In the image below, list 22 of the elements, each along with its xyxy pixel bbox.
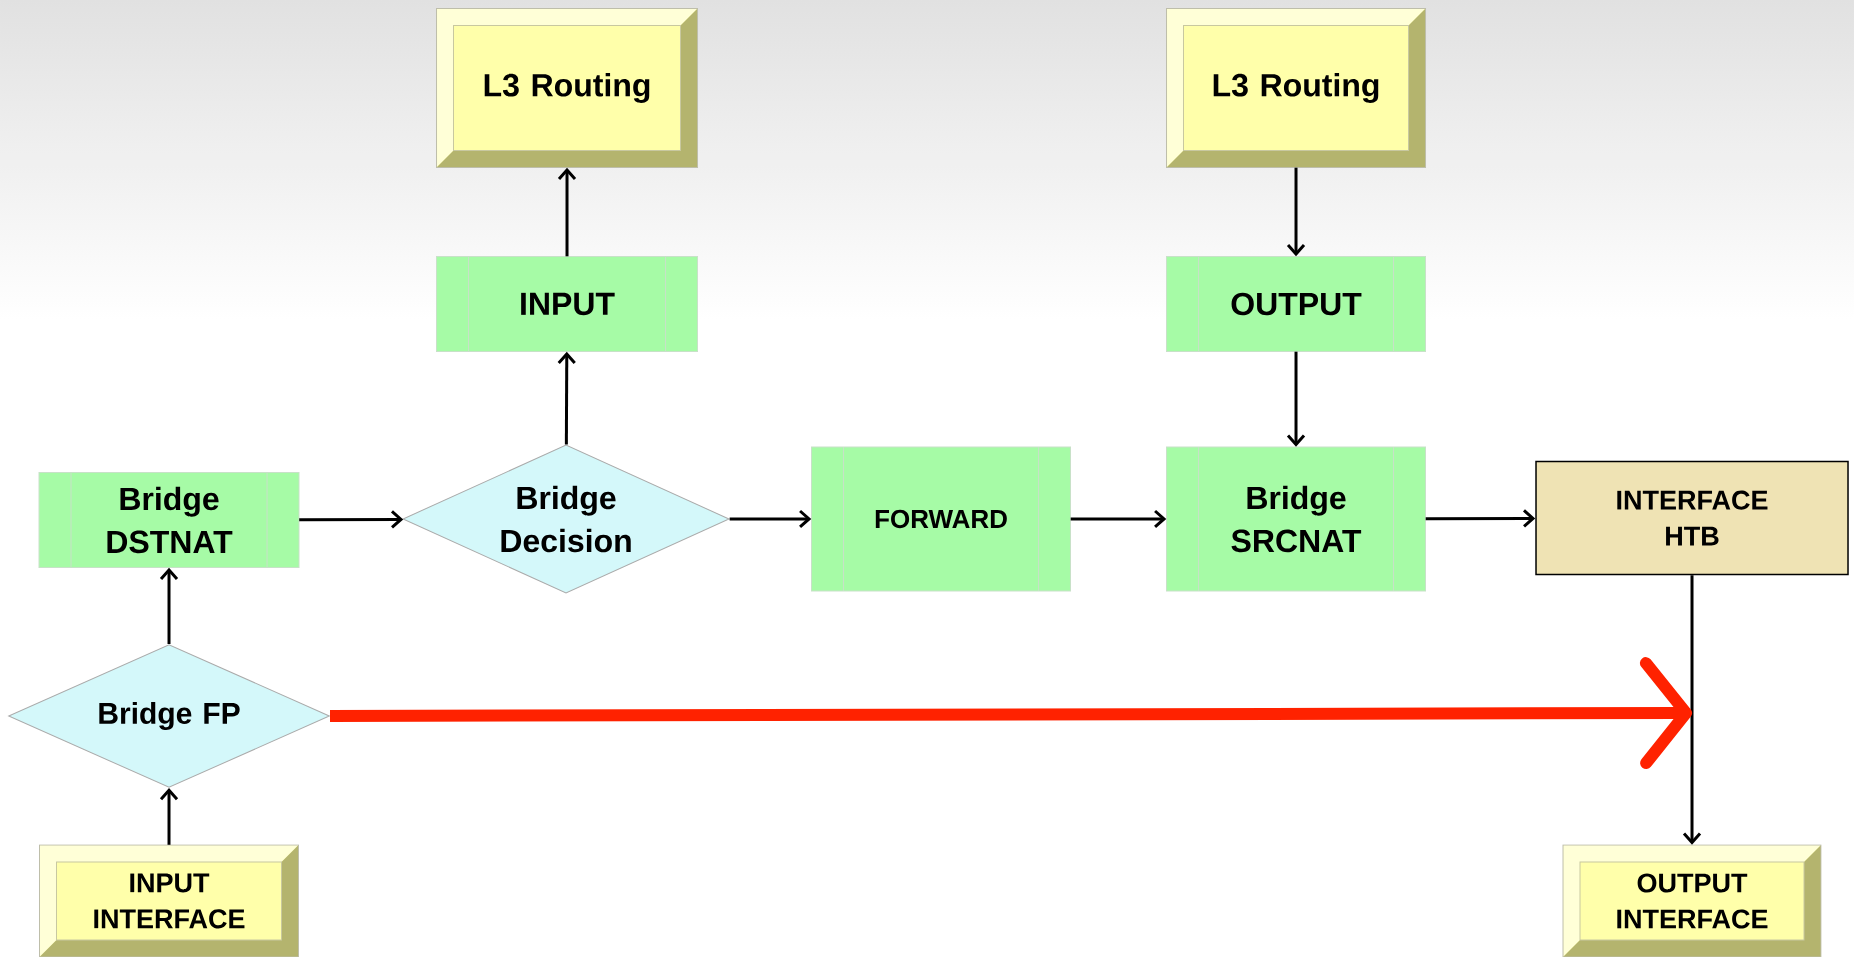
arrow: [1070, 509, 1167, 529]
process-box: INTERFACE HTB: [1535, 460, 1849, 576]
process-box: Bridge SRCNAT: [1166, 446, 1426, 592]
process-box: OUTPUT: [1166, 256, 1426, 352]
arrow: [159, 788, 179, 845]
beveled-box: INPUT INTERFACE: [39, 844, 299, 957]
beveled-box: OUTPUT INTERFACE: [1562, 844, 1822, 957]
arrow: [1682, 575, 1702, 845]
arrow: [729, 509, 812, 529]
arrow: [299, 510, 404, 529]
arrow: [557, 351, 576, 445]
arrow: [1286, 167, 1306, 257]
process-box: INPUT: [436, 256, 698, 352]
arrow: [1286, 351, 1306, 447]
process-box: FORWARD: [811, 446, 1071, 592]
arrow: [330, 657, 1692, 770]
process-box: Bridge DSTNAT: [38, 472, 300, 568]
beveled-box: L3 Routing: [1166, 8, 1426, 168]
arrow: [159, 567, 179, 644]
arrow: [557, 167, 577, 257]
beveled-box: L3 Routing: [436, 8, 698, 168]
arrow: [1425, 509, 1536, 528]
